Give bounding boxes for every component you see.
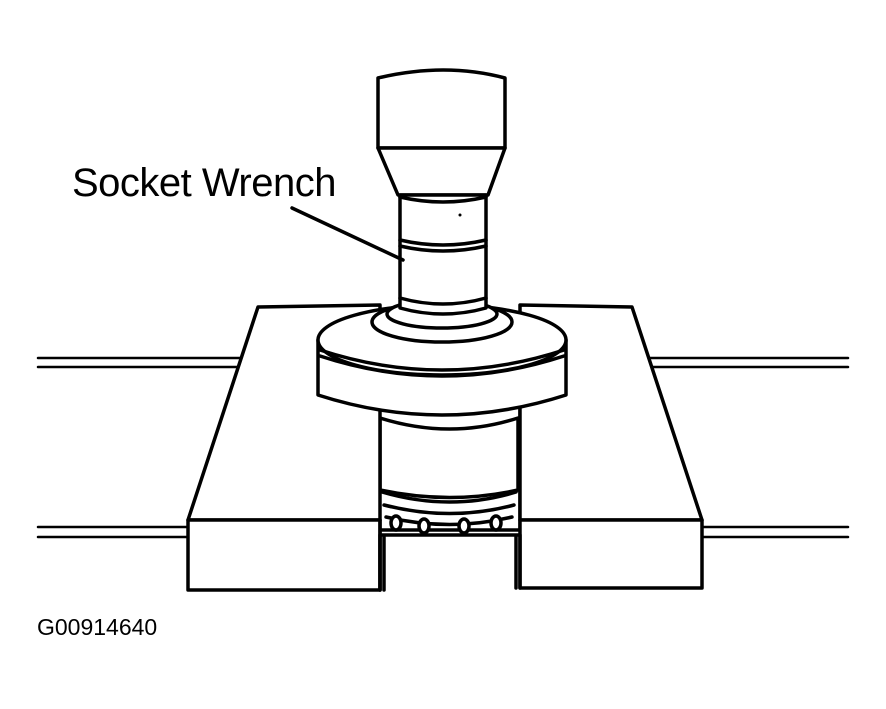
figure-id-label: G00914640	[37, 614, 157, 640]
bearing-rollers	[389, 514, 503, 535]
socket-wrench	[376, 68, 507, 316]
socket-wrench-label: Socket Wrench	[72, 161, 336, 205]
upper-rail	[36, 356, 850, 369]
bearing-collar	[316, 298, 568, 417]
bearing-lower-body	[376, 403, 522, 535]
lower-rail	[36, 525, 850, 539]
callout-leader-line	[290, 206, 405, 262]
